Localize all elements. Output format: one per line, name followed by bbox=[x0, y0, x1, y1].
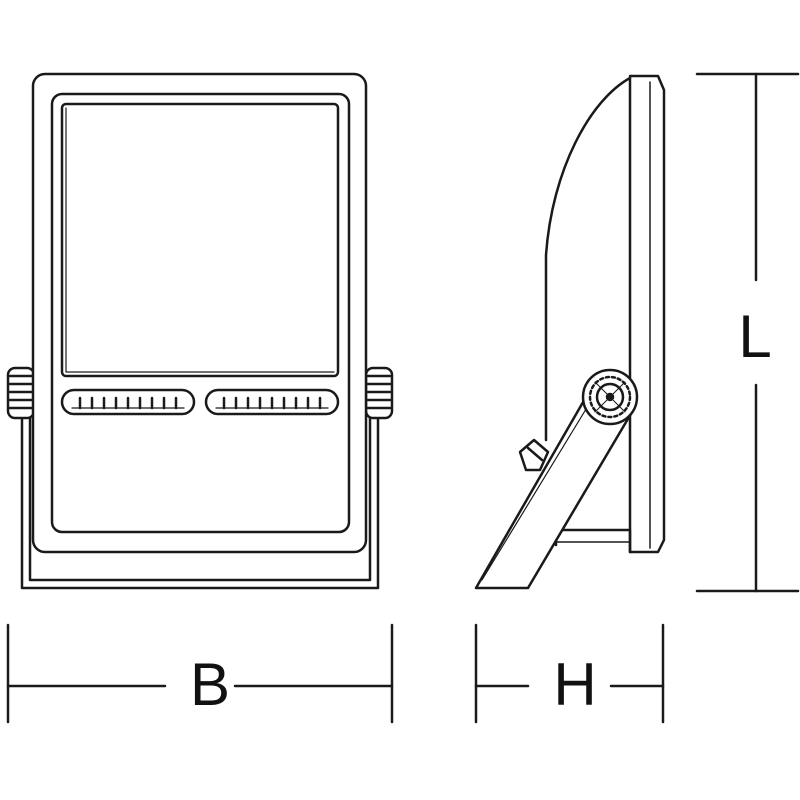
front-mounting-bracket bbox=[20, 408, 380, 590]
front-left-knob bbox=[6, 366, 36, 420]
front-view bbox=[6, 72, 394, 590]
dimension-l bbox=[695, 72, 800, 593]
front-lens-window bbox=[60, 102, 340, 378]
depth-dimension-label: H bbox=[553, 651, 597, 718]
front-housing bbox=[31, 72, 368, 554]
length-dimension-label: L bbox=[738, 303, 772, 370]
front-right-knob bbox=[364, 366, 394, 420]
side-cable-gland bbox=[518, 438, 550, 472]
dimension-h bbox=[474, 623, 665, 724]
side-view bbox=[474, 74, 666, 590]
dimension-b bbox=[6, 623, 394, 724]
front-led-strip-right bbox=[204, 388, 340, 416]
front-bezel bbox=[50, 92, 351, 534]
side-adjustment-knob bbox=[581, 368, 639, 426]
width-dimension-label: B bbox=[189, 651, 231, 718]
front-led-strip-left bbox=[60, 388, 196, 416]
side-housing-profile bbox=[544, 74, 666, 554]
